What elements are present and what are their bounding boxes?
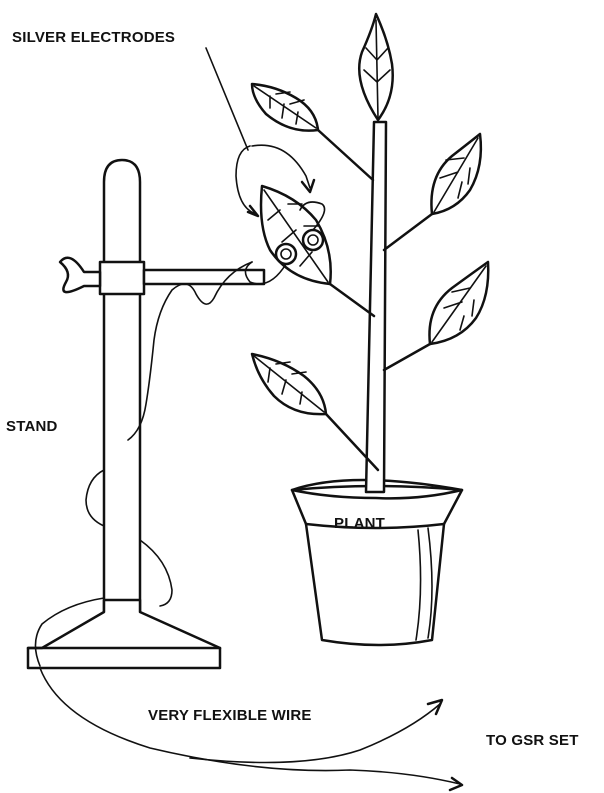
label-silver-electrodes: SILVER ELECTRODES (12, 29, 175, 46)
pot-body (292, 480, 462, 645)
stand-rod (104, 160, 140, 612)
label-flexible-wire: VERY FLEXIBLE WIRE (148, 707, 312, 724)
flower-pot (292, 480, 462, 645)
clamp-boss (100, 262, 144, 294)
wing-screw (60, 258, 100, 292)
label-stand: STAND (6, 418, 58, 435)
label-gsr-set: TO GSR SET (486, 732, 579, 749)
stand-base (28, 600, 220, 668)
plant (252, 14, 488, 492)
label-plant: PLANT (334, 515, 385, 532)
electrode-pointer (206, 48, 314, 216)
lab-stand (28, 160, 264, 668)
